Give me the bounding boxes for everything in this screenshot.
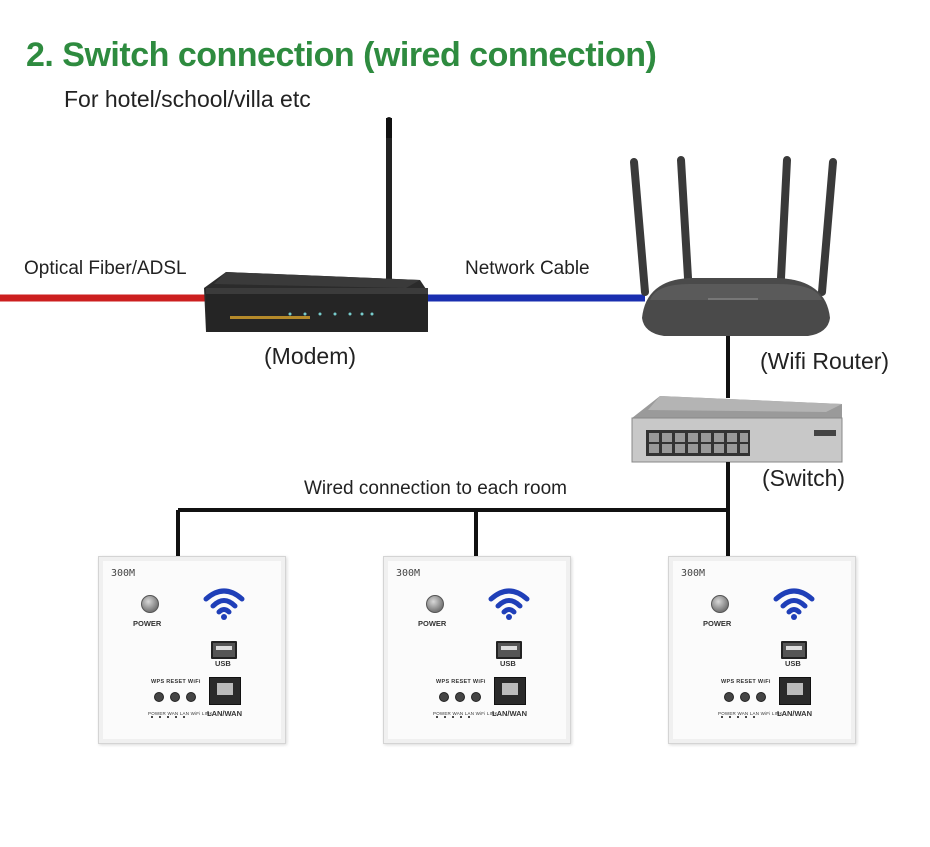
usb-port <box>781 641 807 659</box>
switch-device <box>631 396 843 463</box>
wired-connection-label: Wired connection to each room <box>304 478 567 499</box>
modem-label: (Modem) <box>264 343 357 369</box>
button-labels: WPS RESET WiFi <box>721 679 771 685</box>
switch-label: (Switch) <box>762 465 846 491</box>
power-label: POWER <box>703 619 732 628</box>
status-leds <box>721 705 761 723</box>
usb-label: USB <box>785 659 801 668</box>
port-label: LAN/WAN <box>492 709 527 718</box>
diagram-subtitle: For hotel/school/villa etc <box>64 86 311 112</box>
wifi-router-device <box>630 156 837 336</box>
port-label: LAN/WAN <box>207 709 242 718</box>
button-labels: WPS RESET WiFi <box>151 679 201 685</box>
status-leds <box>151 705 191 723</box>
control-buttons <box>724 689 772 707</box>
optical-fiber-label: Optical Fiber/ADSL <box>24 258 187 279</box>
status-leds <box>436 705 476 723</box>
control-buttons <box>154 689 202 707</box>
panel-model: 300M <box>396 568 421 579</box>
ethernet-port <box>494 677 526 705</box>
usb-port <box>211 641 237 659</box>
power-button <box>426 595 444 613</box>
network-cable-label: Network Cable <box>465 258 590 279</box>
wall-panel-1: 300M POWER USB WPS RESET WiFi POWER WAN … <box>98 556 286 744</box>
diagram-title: 2. Switch connection (wired connection) <box>26 36 657 74</box>
power-label: POWER <box>418 619 447 628</box>
led-labels: POWER WAN LAN WiFi LINK <box>433 711 498 716</box>
wifi-icon <box>488 588 530 620</box>
wired-distribution <box>176 462 730 556</box>
usb-label: USB <box>215 659 231 668</box>
button-labels: WPS RESET WiFi <box>436 679 486 685</box>
modem-device <box>204 117 428 332</box>
power-label: POWER <box>133 619 162 628</box>
router-label: (Wifi Router) <box>760 348 890 374</box>
led-labels: POWER WAN LAN WiFi LINK <box>718 711 783 716</box>
wifi-icon <box>203 588 245 620</box>
wall-panel-3: 300M POWER USB WPS RESET WiFi POWER WAN … <box>668 556 856 744</box>
panel-model: 300M <box>681 568 706 579</box>
panel-model: 300M <box>111 568 136 579</box>
usb-label: USB <box>500 659 516 668</box>
wifi-icon <box>773 588 815 620</box>
port-label: LAN/WAN <box>777 709 812 718</box>
power-button <box>141 595 159 613</box>
usb-port <box>496 641 522 659</box>
led-labels: POWER WAN LAN WiFi LINK <box>148 711 213 716</box>
ethernet-port <box>779 677 811 705</box>
power-button <box>711 595 729 613</box>
wall-panel-2: 300M POWER USB WPS RESET WiFi POWER WAN … <box>383 556 571 744</box>
control-buttons <box>439 689 487 707</box>
ethernet-port <box>209 677 241 705</box>
